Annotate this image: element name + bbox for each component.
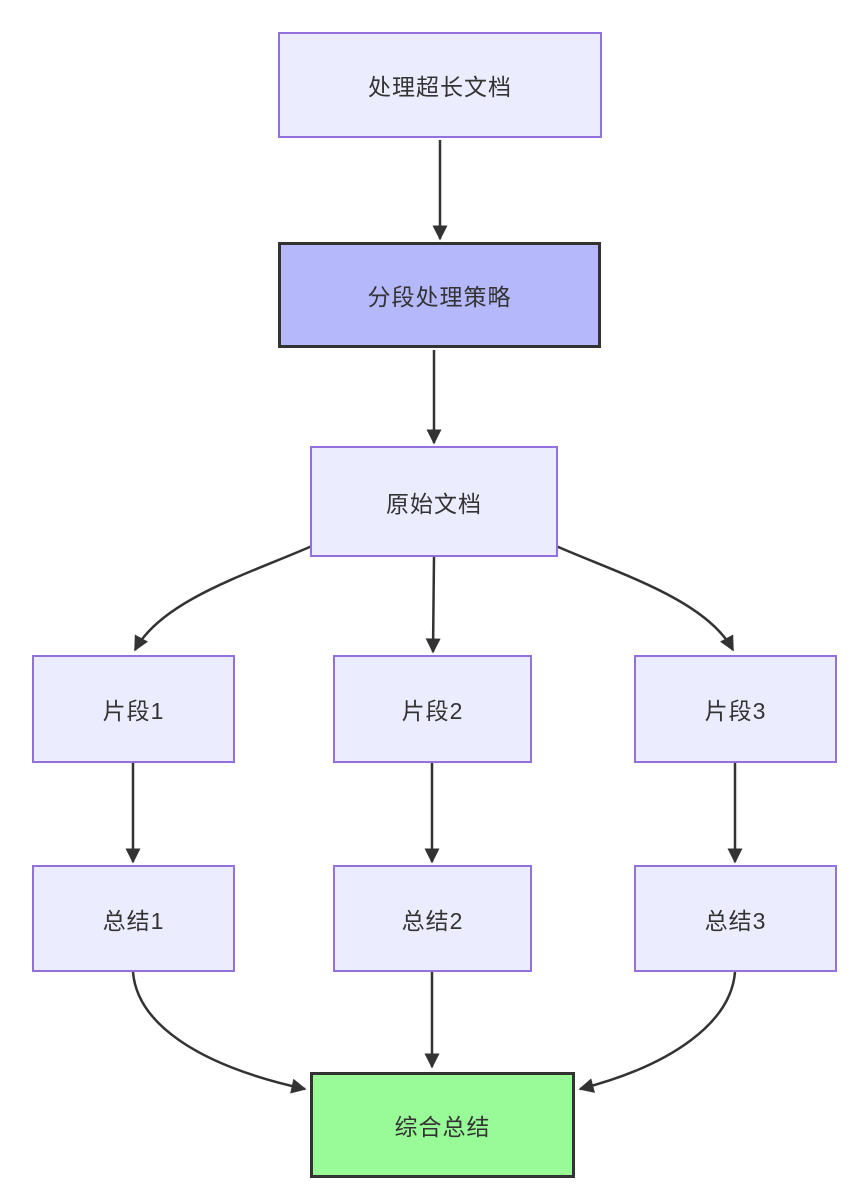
edge-C-D2 (425, 556, 441, 654)
node-label: 原始文档 (386, 490, 482, 517)
node-label: 处理超长文档 (368, 74, 512, 100)
node-label: 分段处理策略 (367, 284, 512, 310)
edge-E1-F (131, 971, 307, 1094)
node-label: 片段2 (401, 698, 464, 724)
node-label: 片段1 (102, 698, 165, 724)
edge-E3-F (578, 971, 737, 1093)
node-label: 片段3 (704, 698, 767, 724)
node-summary-2: 总结2 (333, 865, 532, 972)
node-segment-3: 片段3 (634, 655, 837, 763)
edge-C-D3 (555, 544, 735, 652)
node-segmented-processing-strategy: 分段处理策略 (278, 242, 601, 348)
node-segment-2: 片段2 (333, 655, 532, 763)
edge-C-D1 (133, 544, 313, 652)
node-process-long-document: 处理超长文档 (278, 32, 602, 138)
node-combined-summary: 综合总结 (310, 1072, 575, 1178)
node-segment-1: 片段1 (32, 655, 235, 763)
node-summary-3: 总结3 (634, 865, 837, 972)
node-label: 总结2 (401, 907, 464, 934)
node-summary-1: 总结1 (32, 865, 235, 972)
node-label: 总结3 (704, 907, 767, 934)
node-label: 综合总结 (394, 1114, 491, 1140)
node-label: 总结1 (102, 907, 165, 934)
node-original-document: 原始文档 (310, 446, 558, 557)
